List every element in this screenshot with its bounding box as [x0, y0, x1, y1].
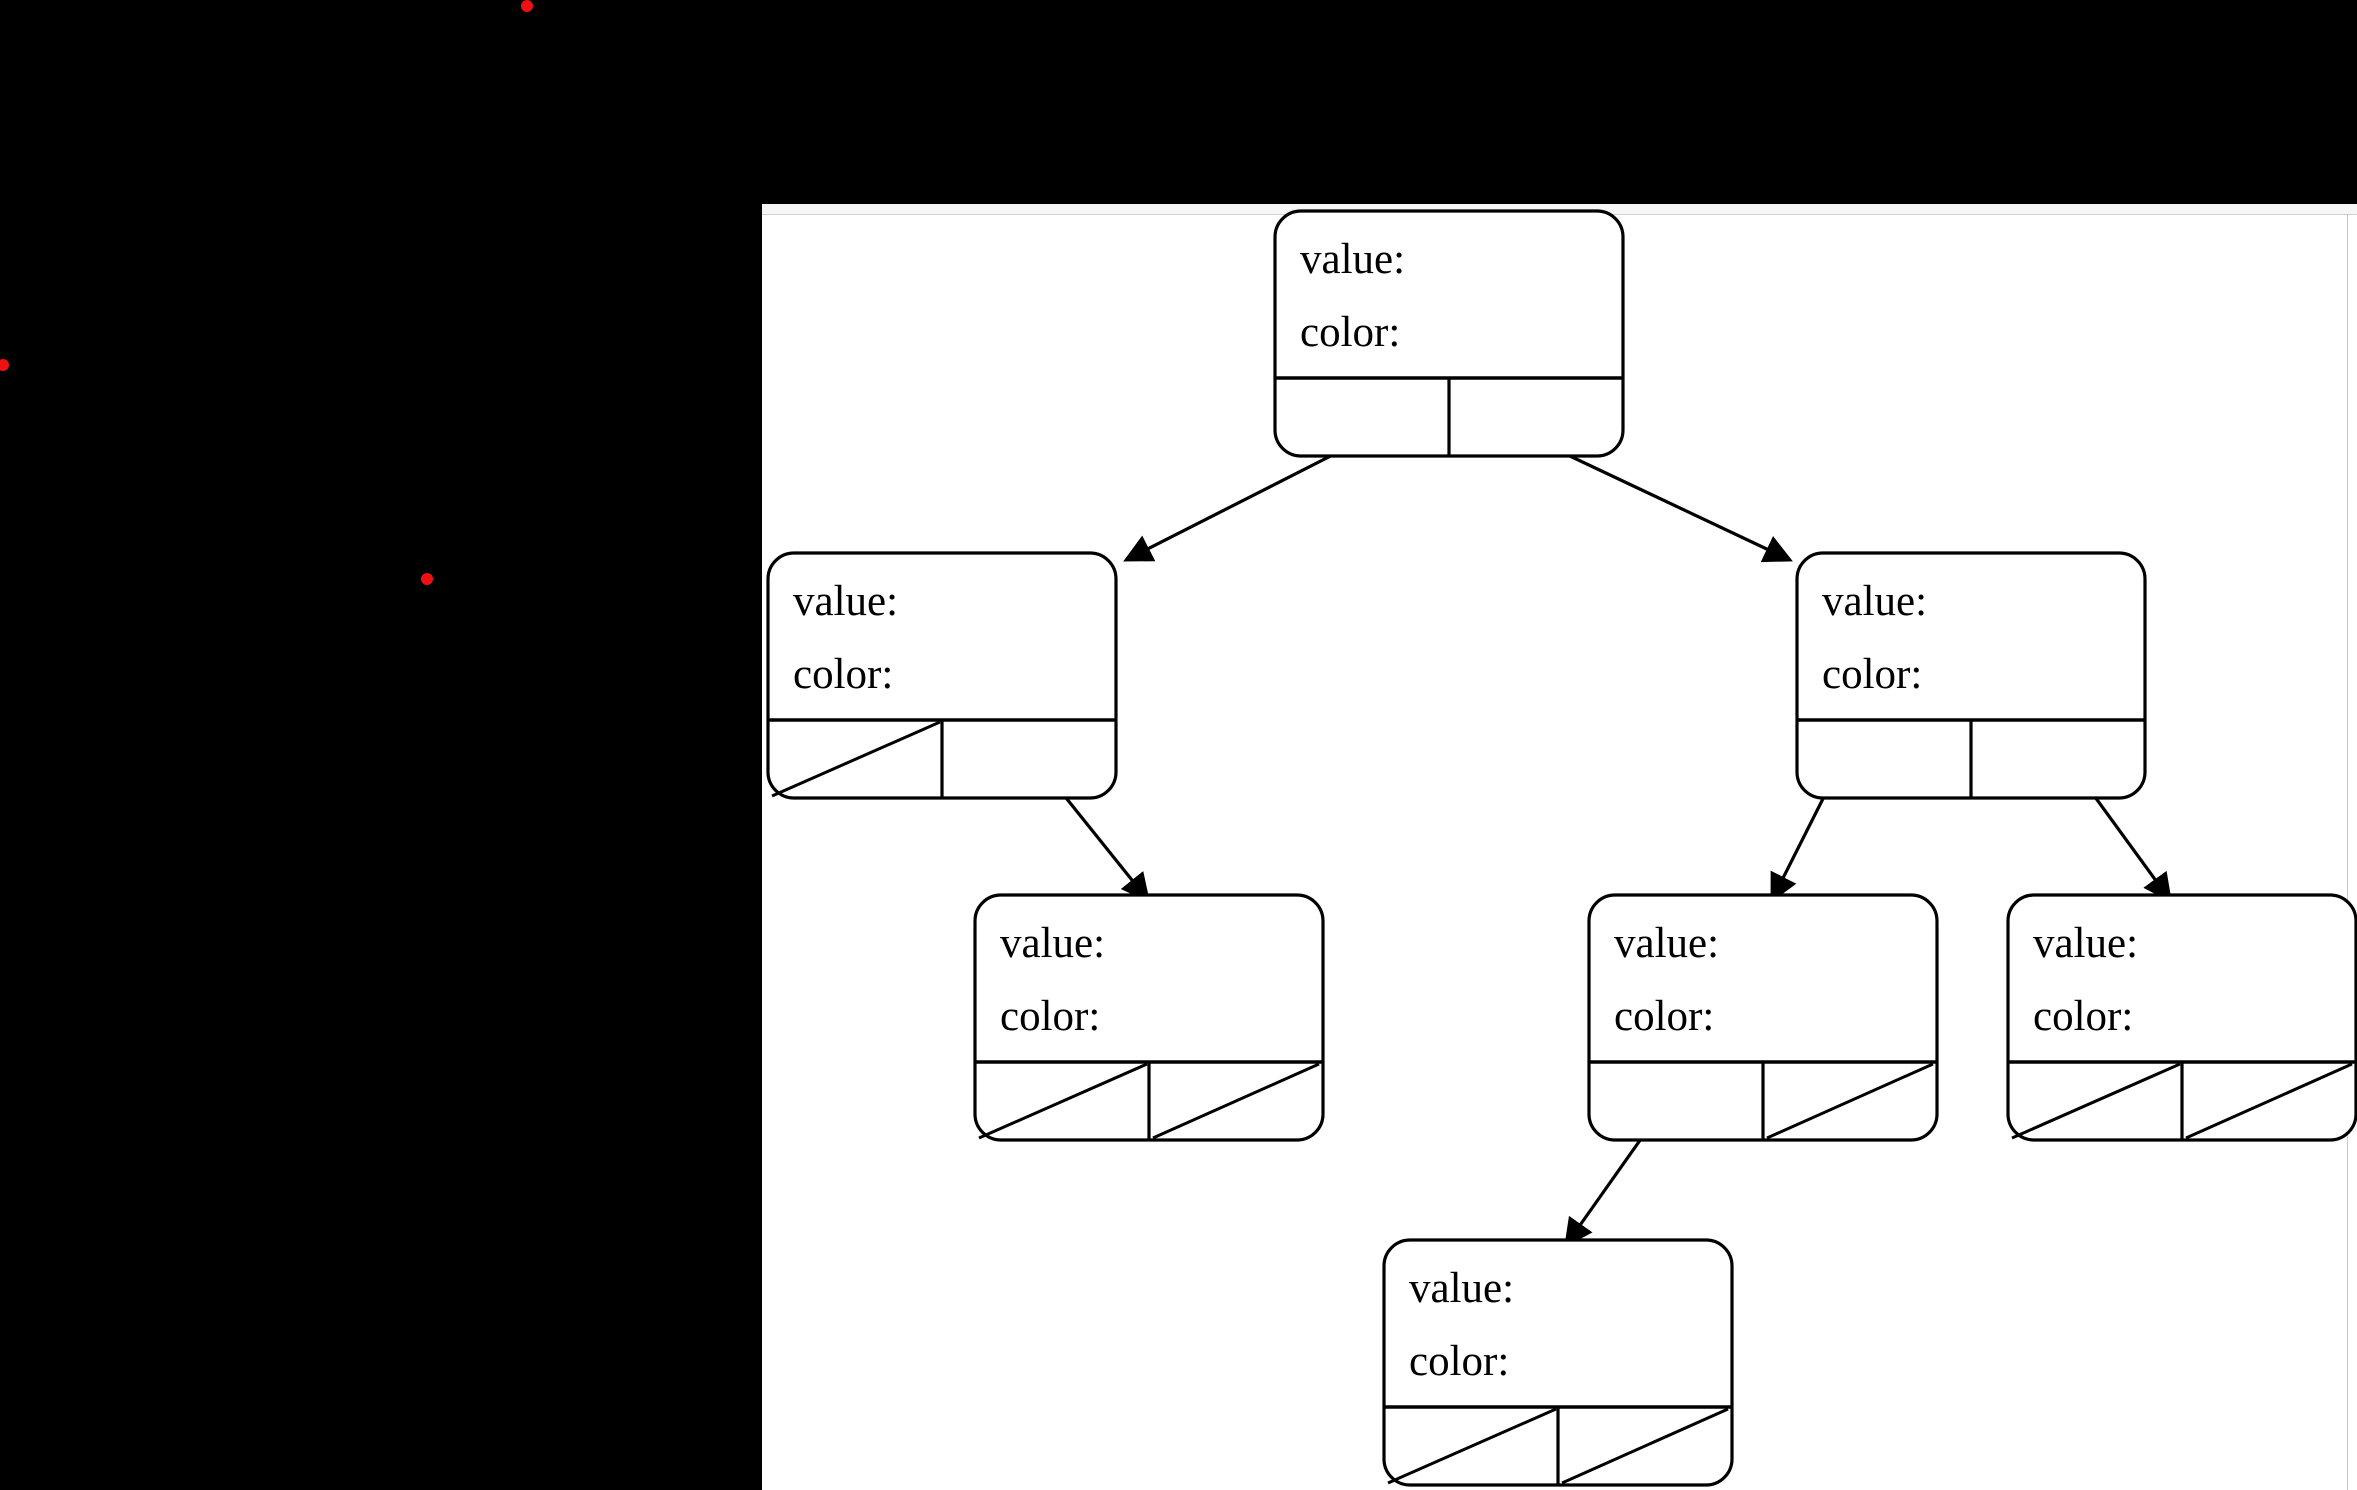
tree-node-left-child[interactable]: value: color:: [766, 551, 1118, 800]
red-dot-left: [0, 359, 9, 371]
node-value-label: value:: [1409, 1265, 1514, 1312]
node-layer: value:color:value:color:value:color:valu…: [766, 209, 2357, 1487]
edge-root-to-left: [1123, 438, 1363, 562]
node-color-label: color:: [1614, 993, 1714, 1040]
tree-node-right-child[interactable]: value: color:: [1795, 551, 2147, 800]
node-color-label: color:: [2033, 993, 2133, 1040]
document-viewer-panel[interactable]: value:color:value:color:value:color:valu…: [762, 204, 2357, 1490]
node-value-label: value:: [793, 578, 898, 625]
tree-node-right-right-leaf[interactable]: value: color:: [2006, 893, 2357, 1142]
vertical-scrollbar[interactable]: [2347, 215, 2357, 1490]
null-slash-left: [2011, 1062, 2181, 1140]
null-slash-left: [1387, 1407, 1557, 1485]
tree-node-right-left-child[interactable]: value: color:: [1587, 893, 1939, 1142]
tree-node-deepest-leaf[interactable]: value: color:: [1382, 1238, 1734, 1487]
edge-root-to-right: [1535, 438, 1793, 563]
node-color-label: color:: [1822, 651, 1922, 698]
node-value-label: value:: [1000, 920, 1105, 967]
node-value-label: value:: [1300, 236, 1405, 283]
tree-node-root[interactable]: value: color:: [1273, 209, 1625, 458]
null-slash-left: [771, 720, 941, 798]
node-value-label: value:: [1822, 578, 1927, 625]
node-value-label: value:: [2033, 920, 2138, 967]
null-slash-right: [1766, 1062, 1934, 1140]
binary-tree-diagram: value:color:value:color:value:color:valu…: [766, 209, 2357, 1487]
null-slash-right: [1152, 1062, 1320, 1140]
red-dot-top: [521, 0, 533, 12]
null-slash-right: [2185, 1062, 2353, 1140]
node-color-label: color:: [1300, 309, 1400, 356]
red-dot-middle: [421, 573, 433, 585]
node-color-label: color:: [1000, 993, 1100, 1040]
node-value-label: value:: [1614, 920, 1719, 967]
null-slash-right: [1561, 1407, 1729, 1485]
node-color-label: color:: [1409, 1338, 1509, 1385]
null-slash-left: [978, 1062, 1148, 1140]
node-color-label: color:: [793, 651, 893, 698]
tree-node-left-right-leaf[interactable]: value: color:: [973, 893, 1325, 1142]
